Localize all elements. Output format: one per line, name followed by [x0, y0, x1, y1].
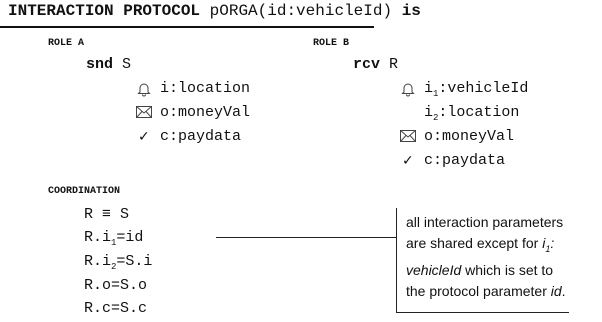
role-a-param-3: c:paydata — [160, 128, 242, 145]
role-b-param-3: o:moneyVal — [424, 128, 515, 145]
check-icon: ✓ — [402, 153, 414, 169]
annotation-connector-line — [216, 237, 396, 238]
role-b-param-1: i1:vehicleId — [424, 80, 528, 99]
role-b-param-4: c:paydata — [424, 152, 506, 169]
bell-icon — [137, 81, 151, 101]
coordination-text: R.o=S.o — [84, 277, 148, 294]
coordination-line-2: R.i1=id — [84, 229, 143, 248]
rcv-keyword: rcv — [353, 56, 381, 73]
role-a-param-2: o:moneyVal — [160, 104, 251, 121]
param-subscript: 2 — [433, 113, 439, 123]
check-icon: ✓ — [138, 129, 150, 145]
param-subscript: 1 — [433, 89, 439, 99]
envelope-icon — [400, 130, 416, 146]
coordination-text: R.c=S.c — [84, 300, 148, 317]
coordination-label: COORDINATION — [48, 186, 121, 197]
note-italic: i — [542, 235, 546, 251]
annotation-text: all interaction parameters are shared ex… — [406, 212, 572, 302]
coordination-subscript: 1 — [111, 238, 117, 248]
coordination-line-4: R.o=S.o — [84, 277, 147, 294]
coordination-line-3: R.i2=S.i — [84, 253, 152, 272]
is-keyword: is — [401, 2, 421, 20]
coordination-text: =id — [116, 229, 144, 246]
param-prefix: i — [424, 80, 434, 97]
param-text: :vehicleId — [438, 80, 529, 97]
role-b-name: R — [389, 56, 399, 73]
coordination-line-1: R ≡ S — [84, 206, 129, 223]
role-a-declaration: snd S — [86, 56, 131, 73]
role-b-param-2: i2:location — [424, 104, 519, 123]
note-text-part: which is set to the protocol parameter — [406, 261, 554, 299]
envelope-icon — [136, 106, 152, 122]
header-rule — [0, 26, 374, 28]
role-a-param-1: i:location — [160, 80, 251, 97]
role-a-label: ROLE A — [48, 38, 85, 49]
coordination-line-5: R.c=S.c — [84, 300, 147, 317]
annotation-box — [396, 208, 569, 313]
param-text: :location — [438, 104, 520, 121]
snd-keyword: snd — [86, 56, 114, 73]
note-italic-subscript: 1 — [545, 243, 551, 254]
role-b-label: ROLE B — [313, 38, 350, 49]
coordination-text: R ≡ S — [84, 206, 130, 223]
coordination-text: =S.i — [116, 253, 153, 270]
protocol-header: INTERACTION PROTOCOL pORGA(id:vehicleId)… — [8, 2, 421, 20]
bell-icon — [401, 81, 415, 101]
coordination-subscript: 2 — [111, 262, 117, 272]
coordination-text: R.i — [84, 253, 112, 270]
note-italic: id — [550, 282, 562, 299]
coordination-text: R.i — [84, 229, 112, 246]
protocol-signature: pORGA(id:vehicleId) — [209, 2, 393, 20]
param-prefix: i — [424, 104, 434, 121]
note-text-part: . — [561, 282, 566, 299]
role-a-name: S — [122, 56, 132, 73]
interaction-protocol-keyword: INTERACTION PROTOCOL — [8, 2, 201, 20]
role-b-declaration: rcv R — [353, 56, 398, 73]
note-text-part: all interaction parameters are shared ex… — [406, 214, 564, 251]
note-italic: : vehicleId — [406, 235, 555, 278]
